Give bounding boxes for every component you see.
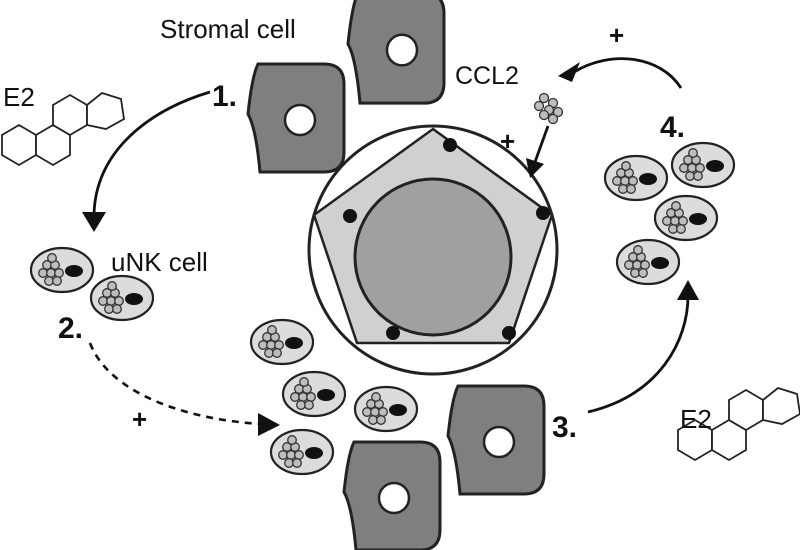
step-4-label: 4. xyxy=(660,111,685,144)
stromal-cell-bottom xyxy=(342,440,442,550)
unk-cell xyxy=(89,274,155,322)
vessel-lumen xyxy=(353,177,513,337)
arrowhead-step-3 xyxy=(677,280,699,300)
plus-sign-top: + xyxy=(609,20,624,50)
arrowhead-step-2 xyxy=(258,413,280,436)
unk-cell xyxy=(249,318,315,366)
ccl2-label: CCL2 xyxy=(455,62,519,90)
step-2-label: 2. xyxy=(58,312,83,345)
arrowhead-step-1 xyxy=(82,212,106,232)
endothelial-cells xyxy=(343,138,550,340)
unk-cell xyxy=(603,154,669,202)
unk-cell-label: uNK cell xyxy=(111,247,208,277)
unk-cell xyxy=(29,246,95,294)
plus-sign-dashed: + xyxy=(132,404,147,434)
arrow-step-1 xyxy=(92,90,211,215)
arrow-ccl2-to-vessel xyxy=(533,125,550,163)
stromal-cell-top-left xyxy=(246,62,346,174)
e2-label-bottom: E2 xyxy=(680,404,712,434)
unk-cell xyxy=(615,238,681,286)
stromal-cell-bottom-right xyxy=(446,384,546,496)
stromal-cell-label: Stromal cell xyxy=(160,14,296,44)
unk-cell xyxy=(653,194,719,242)
arrow-step-2-dashed xyxy=(88,342,263,426)
unk-cell xyxy=(670,141,736,189)
stromal-cell-top-right xyxy=(346,0,446,105)
unk-cell xyxy=(269,428,335,476)
arrow-step-3 xyxy=(587,295,690,414)
ccl2-chemokine xyxy=(533,92,564,125)
unk-cell xyxy=(281,370,347,418)
arrowhead-step-4 xyxy=(558,62,580,82)
plus-sign-ccl2: + xyxy=(500,126,515,156)
unk-cell xyxy=(353,385,419,433)
arrow-step-4 xyxy=(573,57,683,89)
arrowhead-ccl2 xyxy=(526,158,544,178)
e2-label-top: E2 xyxy=(3,82,35,112)
step-3-label: 3. xyxy=(552,411,577,444)
step-1-label: 1. xyxy=(212,80,237,113)
